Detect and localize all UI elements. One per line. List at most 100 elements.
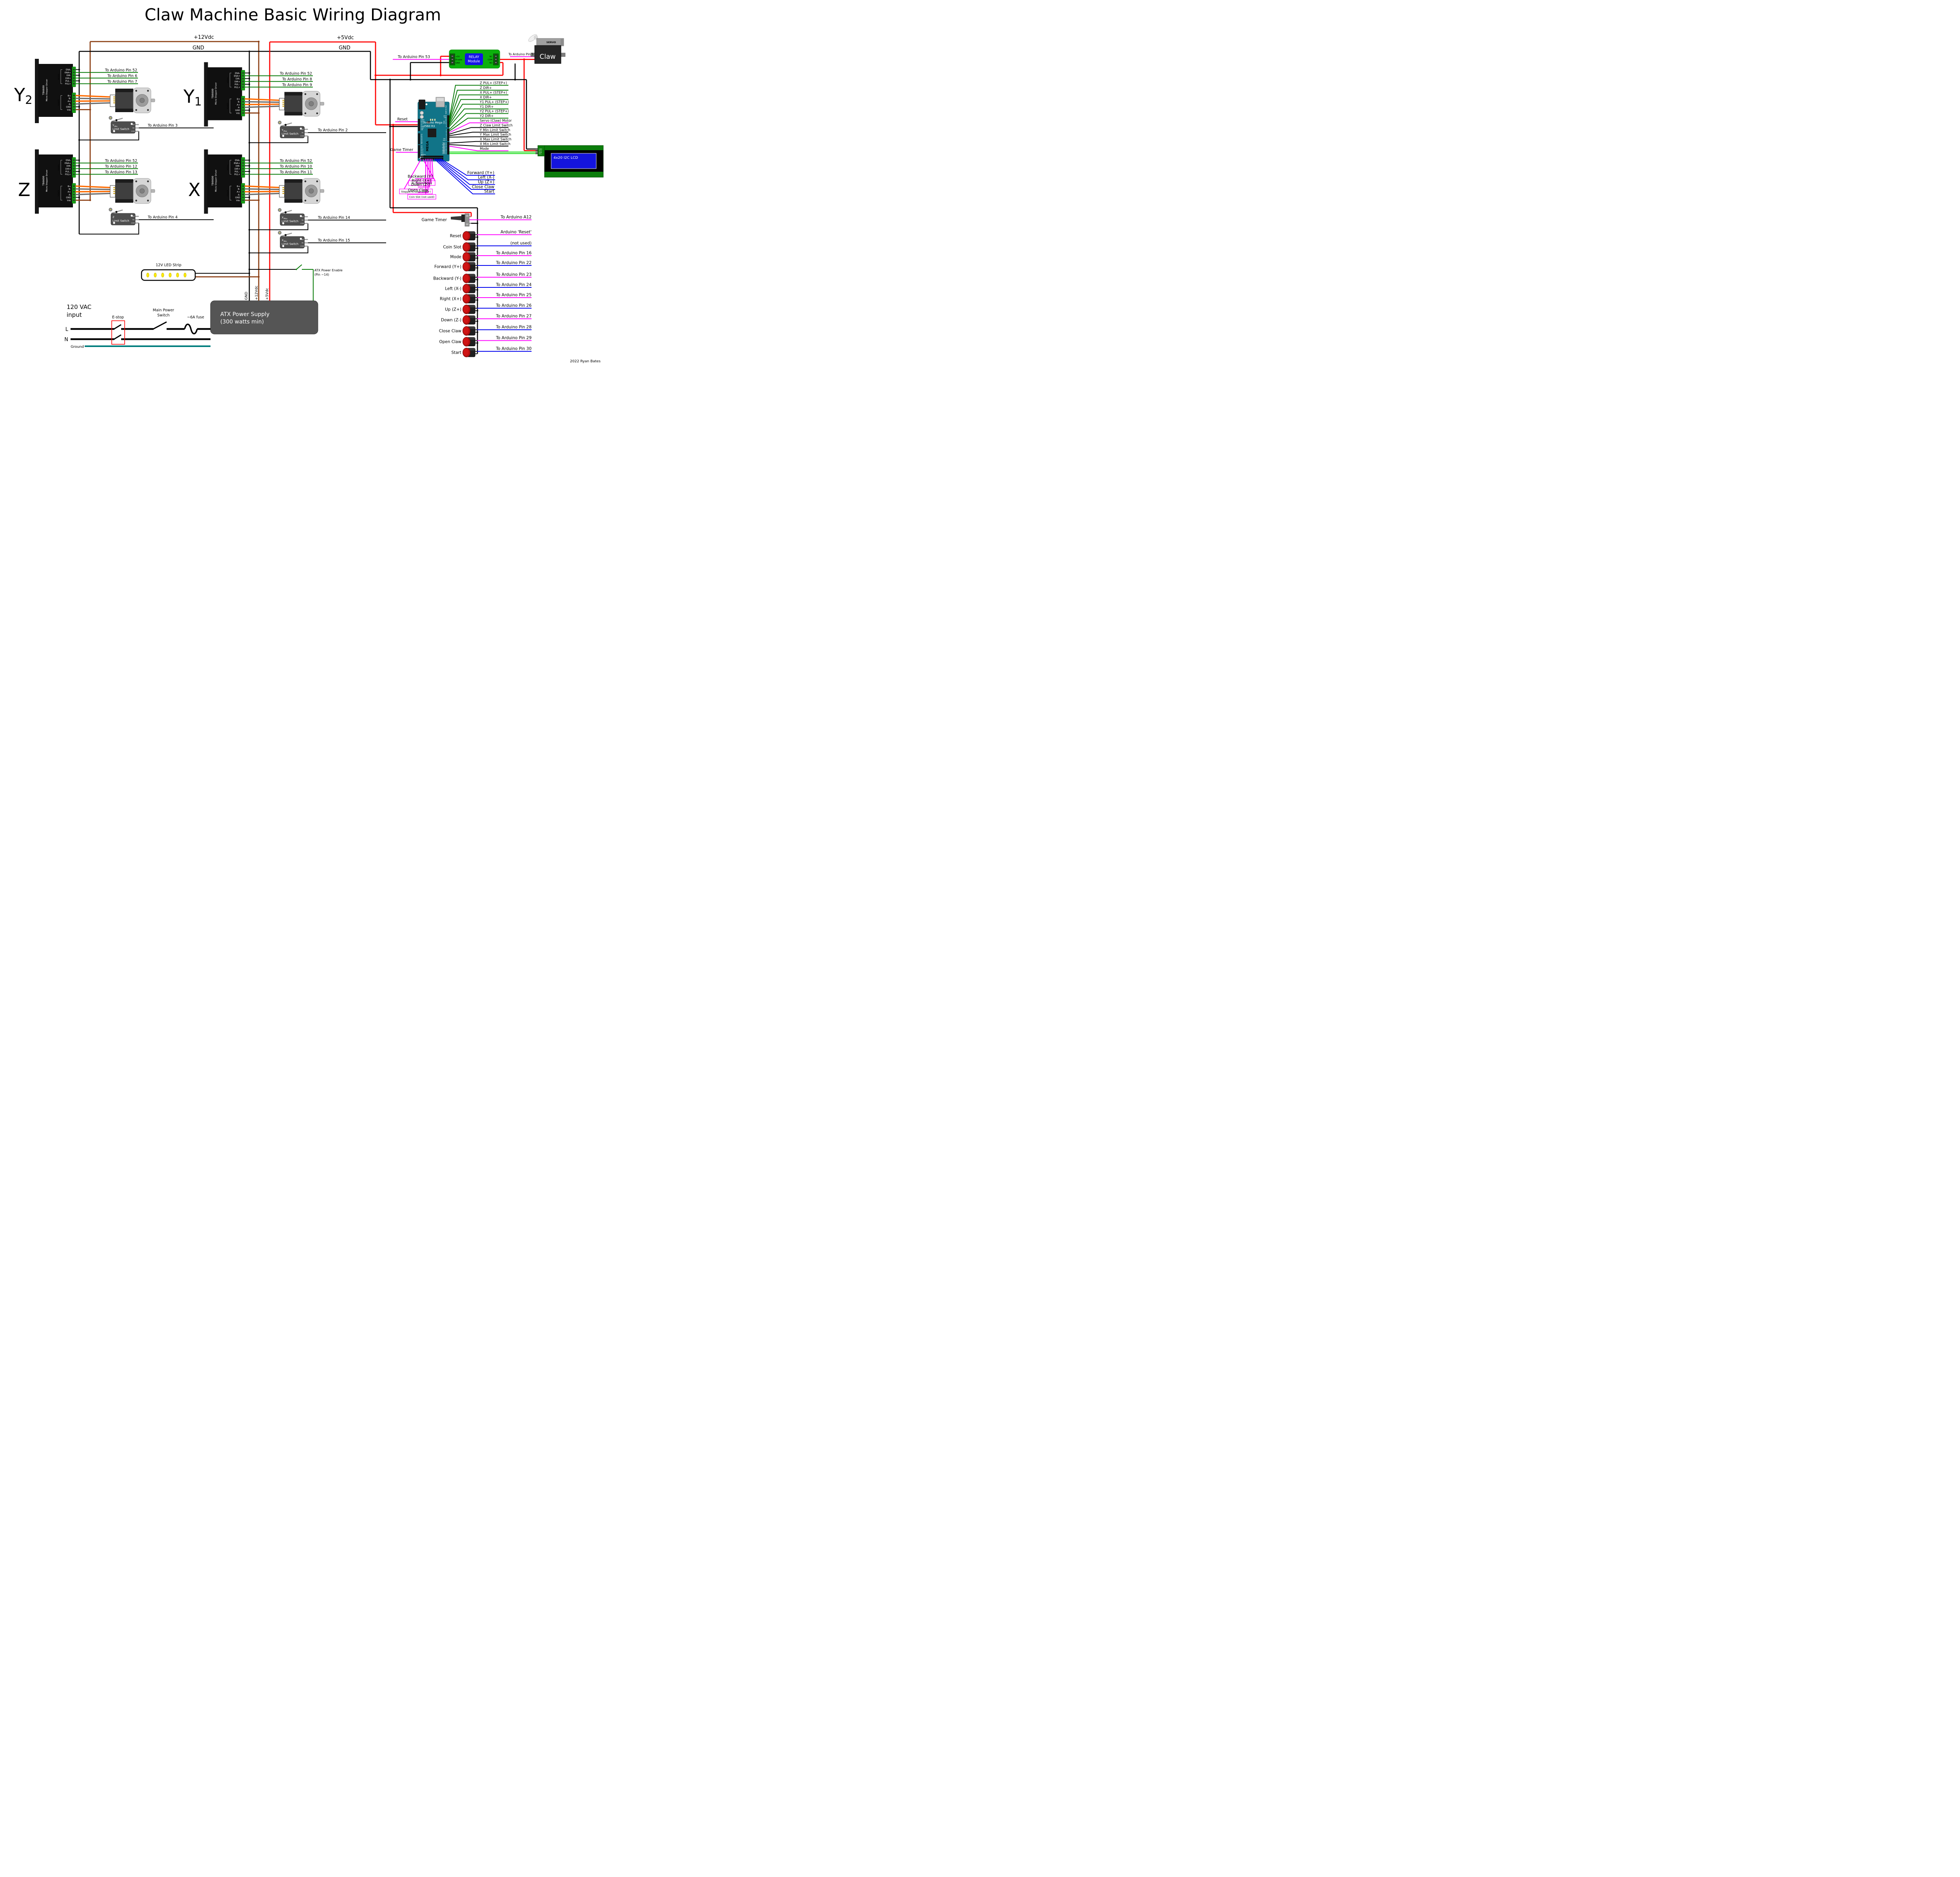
svg-text:NO: NO	[489, 62, 492, 64]
svg-text:SIGNAL: SIGNAL	[58, 73, 60, 80]
button-right	[463, 294, 477, 303]
svg-text:POWER: POWER	[227, 103, 229, 109]
arduino-reset-label: Reset	[397, 117, 408, 122]
svg-text:NC: NC	[490, 56, 493, 58]
wire-label: To Arduino Pin 52	[279, 159, 312, 163]
wire-label: To Arduino Pin 24	[495, 283, 532, 287]
svg-text:Enable: Enable	[456, 59, 462, 61]
stepper-motor-y2	[110, 87, 155, 113]
bus-label-5v: +5Vdc	[265, 288, 269, 300]
wire-label: To Arduino Pin 23	[495, 273, 532, 277]
page-title: Claw Machine Basic Wiring Diagram	[145, 5, 441, 24]
servo-claw: SERVO Claw	[510, 34, 566, 64]
fan-label: Backward (Y-)	[408, 174, 433, 179]
button-label: Left (X-)	[445, 287, 461, 291]
svg-text:ENA-ENA+DIR-DIR+PUL -PUL+: ENA-ENA+DIR-DIR+PUL -PUL+	[234, 72, 240, 89]
wire-label: To Arduino Pin 4	[147, 215, 178, 220]
limit-switch-wires	[79, 127, 386, 253]
arduino-mega: Arduino Mega 2560 R3 MEGA MADE IN ITALY …	[395, 97, 450, 162]
rail-label-5v: +5Vdc	[337, 35, 354, 41]
svg-text:COMMUNICATION: COMMUNICATION	[443, 143, 445, 154]
atx-label: ATX Power Supply	[220, 311, 270, 318]
button-mode	[463, 252, 477, 262]
svg-text:ENA-ENA+DIR-DIR+PUL -PUL+: ENA-ENA+DIR-DIR+PUL -PUL+	[234, 160, 240, 176]
wire-label: To Arduino Pin 30	[495, 347, 532, 351]
svg-text:Z: Z	[113, 216, 114, 219]
button-reset	[463, 231, 477, 241]
button-label: Mode	[450, 255, 461, 260]
svg-text:Module: Module	[468, 60, 480, 64]
svg-text:Micro Stepper Driver: Micro Stepper Driver	[215, 169, 218, 192]
fan-label: Y2 PUL+ (STEP+)	[479, 110, 509, 114]
fan-label: Open Claw	[408, 188, 428, 193]
svg-text:Limit Switch: Limit Switch	[282, 243, 299, 246]
wire-label: To Arduino Pin 52	[105, 159, 137, 163]
stepper-motor-z	[110, 178, 155, 204]
svg-text:POWER: POWER	[227, 190, 229, 196]
axis-label-z: Z	[18, 179, 31, 200]
fan-label: Y1 PUL+ (STEP+)	[479, 100, 509, 104]
button-close-claw	[463, 326, 477, 336]
bus-label-gnd: GND	[244, 292, 249, 300]
wire-label: To Arduino Pin 52	[105, 68, 137, 73]
atx-power-enable: ATX Power Enable (Pin ~14)	[249, 264, 343, 301]
wire-label: To Arduino Pin 28	[495, 325, 532, 330]
estop-box	[111, 320, 125, 345]
button-label: Right (X+)	[440, 297, 461, 302]
svg-text:input: input	[67, 311, 82, 318]
svg-text:SIGNAL: SIGNAL	[227, 76, 229, 83]
svg-text:YMax: YMax	[281, 129, 287, 133]
wire-label: To Arduino Pin 8	[282, 77, 312, 82]
button-open-claw	[463, 337, 477, 347]
wire-label-pin53: To Arduino Pin 53	[397, 55, 430, 59]
wire-label: To Arduino Pin 16	[495, 251, 532, 256]
fan-label: Z PUL+ (STEP+)	[480, 82, 507, 85]
svg-text:XMin: XMin	[282, 239, 287, 243]
wire-label: To Arduino Pin 12	[105, 164, 137, 169]
fan-label: Forward (Y+)	[467, 171, 494, 175]
servo-label: SERVO	[546, 41, 556, 44]
svg-text:2560 R3: 2560 R3	[423, 125, 435, 128]
wire-label: To Arduino Pin 29	[495, 336, 532, 340]
axis-label-y2: Y2	[14, 84, 33, 107]
fan-label: Close Claw	[472, 185, 495, 189]
mains-input: 120 VAC input E-stop Main Power Switch ~…	[64, 303, 211, 349]
wire-label: To Arduino Pin 22	[495, 261, 532, 265]
rail-label-gnd-left: GND	[192, 45, 204, 51]
svg-text:Micro Stepper Driver: Micro Stepper Driver	[46, 169, 48, 192]
svg-text:Limit Switch: Limit Switch	[282, 220, 299, 223]
svg-text:TB6600: TB6600	[211, 89, 214, 99]
stepper-motor-x	[279, 178, 324, 204]
button-label: Close Claw	[439, 329, 462, 334]
wire-label: To Arduino Pin 26	[495, 303, 532, 308]
svg-text:COM: COM	[488, 59, 492, 61]
arduino-gametimer-label: Game Timer	[390, 148, 414, 152]
fan-label: Y Max Limit Switch	[479, 133, 511, 137]
svg-text:POWER: POWER	[58, 99, 60, 106]
button-label: Up (Z+)	[445, 307, 461, 312]
ground-label: Ground	[71, 345, 84, 349]
fuse-label: ~6A fuse	[187, 315, 204, 320]
svg-text:GND: GND	[456, 62, 460, 64]
fan-label: Up (Z+)	[478, 180, 494, 185]
arduino-board-title: Arduino Mega	[423, 121, 442, 124]
svg-text:SIGNAL: SIGNAL	[227, 164, 229, 171]
